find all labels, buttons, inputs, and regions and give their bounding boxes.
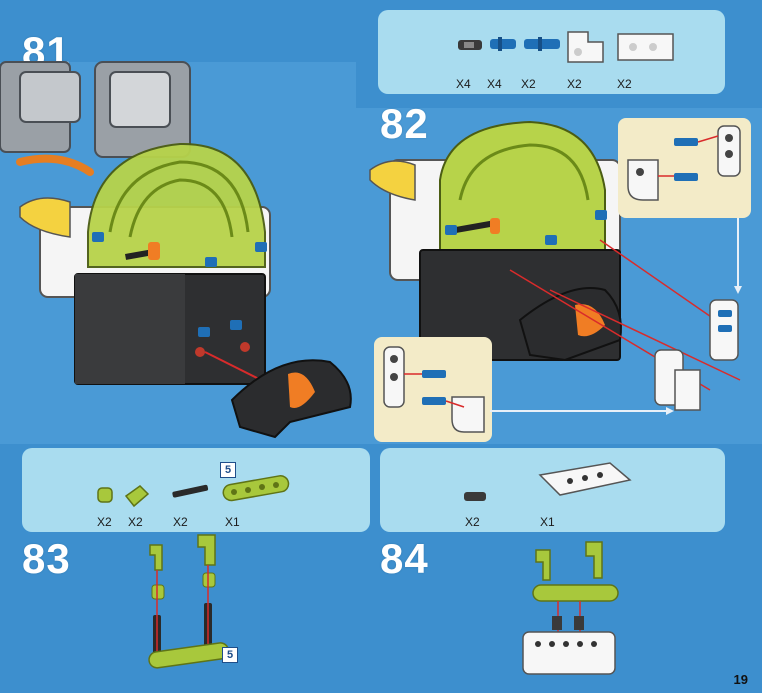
step-82-parts-icons [458, 31, 674, 63]
beam-length-box: 5 [220, 462, 236, 478]
part-quantity: X2 [173, 515, 188, 529]
step-84-parts-icons [464, 462, 632, 501]
part-quantity: X2 [465, 515, 480, 529]
white-connector-l-icon [567, 31, 604, 63]
part-quantity: X4 [456, 77, 471, 91]
green-angle-connector-icon [124, 485, 150, 508]
green-bush-icon [97, 487, 113, 503]
part-quantity: X2 [567, 77, 582, 91]
blue-pin-long-icon [524, 37, 560, 51]
callout-bottom-connector [490, 407, 674, 415]
black-axle-icon [172, 484, 209, 498]
blue-pin-short-icon [490, 37, 516, 51]
white-panel-icon [538, 462, 632, 496]
step-84-assembly-illustration [522, 541, 619, 675]
step-84-parts-panel [380, 448, 725, 532]
part-quantity: X1 [225, 515, 240, 529]
short-pin-icon [464, 492, 486, 501]
part-quantity: X4 [487, 77, 502, 91]
part-quantity: X1 [540, 515, 555, 529]
step-82-number: 82 [380, 100, 429, 147]
part-quantity: X2 [97, 515, 112, 529]
step-82-exploded-parts [654, 299, 739, 411]
step-83-assembly-illustration [148, 534, 230, 669]
green-beam-5-icon [222, 475, 290, 502]
part-quantity: X2 [128, 515, 143, 529]
callout-connector-lines [734, 218, 742, 294]
part-quantity: X2 [521, 77, 536, 91]
short-pin-icon [458, 40, 482, 50]
callout-bottom-parts [383, 346, 485, 433]
robot-arm-part [0, 61, 191, 176]
page-number: 19 [733, 672, 748, 687]
step-83-number: 83 [22, 535, 71, 582]
callout-top-parts [627, 125, 741, 201]
part-quantity: X2 [617, 77, 632, 91]
beam-length-box: 5 [222, 647, 238, 663]
step-81-model-illustration [0, 61, 352, 439]
white-beam-bent-icon [617, 33, 674, 61]
step-83-parts-icons [97, 475, 290, 508]
step-84-number: 84 [380, 535, 429, 582]
step-82-model-illustration [369, 120, 741, 391]
